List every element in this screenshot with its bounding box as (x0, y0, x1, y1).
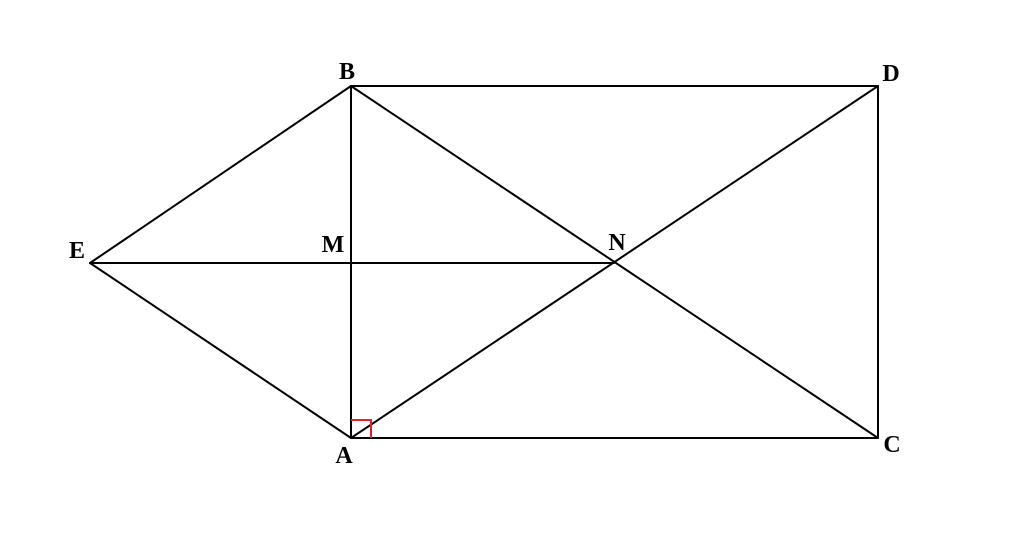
edge-E-A (89, 262, 352, 439)
edge-A-D (350, 85, 879, 439)
right-angle-mark-A (351, 419, 372, 438)
point-label-M: M (322, 232, 345, 258)
point-label-B: B (339, 59, 355, 85)
point-label-D: D (882, 61, 899, 87)
edge-E-B (89, 85, 352, 264)
point-label-E: E (69, 238, 85, 264)
point-label-C: C (883, 432, 900, 458)
point-label-A: A (335, 443, 353, 469)
point-label-N: N (608, 230, 626, 256)
